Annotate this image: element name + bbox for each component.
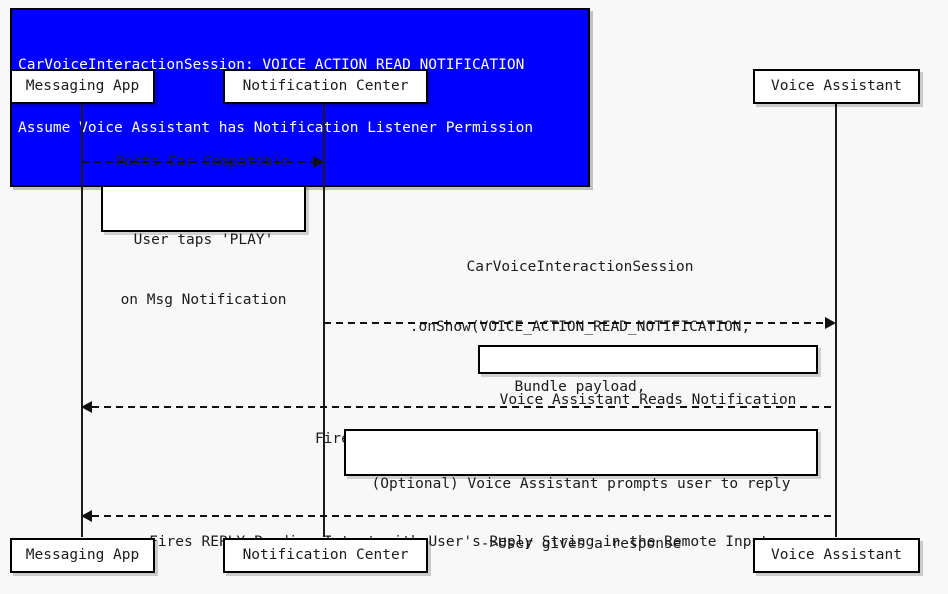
arrowhead-mark-as-read	[81, 401, 92, 413]
note-assistant-reads: Voice Assistant Reads Notification	[478, 345, 818, 408]
arrowhead-on-show	[825, 317, 836, 329]
note-optional-reply-line-2: ->User gives a response	[480, 536, 682, 552]
participant-top-notification-center[interactable]: Notification Center	[223, 69, 428, 104]
note-assistant-reads-line-1: Voice Assistant Reads Notification	[499, 392, 797, 408]
note-optional-reply-line-1: (Optional) Voice Assistant prompts user …	[371, 476, 791, 492]
diagram-title-line-2: Assume Voice Assistant has Notification …	[18, 120, 534, 136]
message-arrow-reply-intent	[92, 515, 836, 517]
note-user-taps-play-line-2: on Msg Notification	[120, 292, 287, 308]
note-user-taps-play-line-1: User taps 'PLAY'	[133, 232, 274, 248]
lifeline-notification-center	[323, 103, 325, 537]
arrowhead-reply-intent	[81, 510, 92, 522]
message-label-on-show-line-1: CarVoiceInteractionSession	[466, 259, 694, 275]
participant-top-messaging-app[interactable]: Messaging App	[10, 69, 155, 104]
lifeline-messaging-app	[81, 103, 83, 537]
arrowhead-post-notification	[313, 156, 324, 168]
message-label-on-show-line-2: .onShow(VOICE_ACTION_READ_NOTIFICATION,	[409, 319, 751, 335]
message-arrow-on-show	[324, 322, 825, 324]
participant-bottom-messaging-app[interactable]: Messaging App	[10, 538, 155, 573]
message-arrow-post-notification	[82, 161, 313, 163]
participant-bottom-notification-center[interactable]: Notification Center	[223, 538, 428, 573]
lifeline-voice-assistant	[835, 103, 837, 537]
message-label-on-show-line-3: Bundle payload,	[514, 379, 646, 395]
participant-top-voice-assistant[interactable]: Voice Assistant	[753, 69, 920, 104]
message-arrow-mark-as-read	[92, 406, 836, 408]
note-user-taps-play: User taps 'PLAY' on Msg Notification	[101, 185, 306, 308]
participant-bottom-voice-assistant[interactable]: Voice Assistant	[753, 538, 920, 573]
note-optional-reply: (Optional) Voice Assistant prompts user …	[344, 429, 818, 552]
